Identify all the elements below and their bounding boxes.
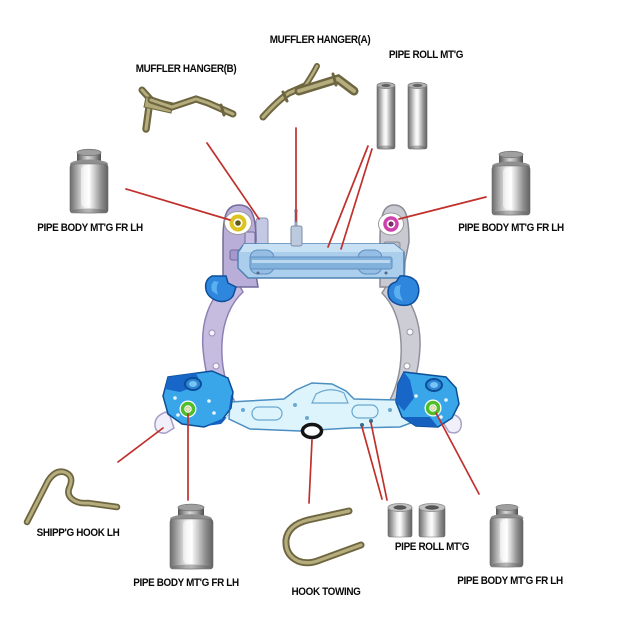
label-shipping-hook: SHIPP'G HOOK LH (36, 527, 120, 539)
label-pipe-body-mtg-right: PIPE BODY MT'G FR LH (458, 222, 564, 234)
leader-pipe-roll-top-2 (340, 148, 373, 250)
subframe-side-bracket-right (387, 275, 420, 307)
shipping-hook-tab-left (154, 411, 175, 434)
bushing-green-right (424, 399, 442, 417)
subframe-illustration (154, 204, 463, 440)
subframe-lower-crossmember (228, 382, 418, 440)
label-muffler-hanger-a: MUFFLER HANGER(A) (269, 34, 371, 46)
pipe-body-mtg-left-part (69, 148, 109, 214)
pipe-body-mtg-right-part (491, 150, 531, 216)
pipe-roll-hole-2 (369, 419, 373, 423)
muffler-hanger-b-part (138, 86, 237, 133)
leader-pipe-roll-top-1 (327, 145, 369, 248)
bushing-yellow (224, 211, 252, 235)
leader-pipe-body-right (398, 196, 487, 220)
leader-pipe-roll-bottom-1 (361, 426, 383, 500)
subframe-left-arm (201, 280, 244, 401)
label-pipe-body-mtg-left: PIPE BODY MT'G FR LH (37, 222, 143, 234)
leader-muffler-hanger-b (206, 142, 260, 220)
pipe-body-mtg-bottom-right-part (489, 504, 524, 568)
bushing-magenta (378, 212, 404, 236)
label-pipe-roll-mtg-bottom: PIPE ROLL MT'G (394, 541, 470, 553)
label-hook-towing: HOOK TOWING (291, 586, 361, 598)
hook-towing-part (282, 507, 365, 567)
leader-pipe-roll-bottom-2 (370, 422, 388, 501)
muffler-hanger-a-part (259, 63, 359, 121)
shipping-hook-part (23, 468, 121, 526)
subframe-side-bracket-left (204, 275, 237, 303)
subframe-upper-crossbar (237, 243, 405, 279)
pipe-roll-mtg-bottom-part (387, 503, 446, 538)
label-pipe-roll-mtg-top: PIPE ROLL MT'G (388, 49, 464, 61)
label-pipe-body-mtg-bottom-left: PIPE BODY MT'G FR LH (133, 577, 239, 589)
label-pipe-body-mtg-bottom-right: PIPE BODY MT'G FR LH (457, 575, 563, 587)
leader-shipping-hook (117, 427, 164, 463)
pipe-body-mtg-bottom-left-part (169, 503, 214, 570)
leader-pipe-body-bottom-right (435, 412, 480, 495)
label-muffler-hanger-b: MUFFLER HANGER(B) (135, 63, 237, 75)
leader-hook-towing (308, 439, 313, 504)
subframe-bottom-left-bracket (154, 370, 234, 434)
pipe-roll-mtg-top-part (376, 82, 428, 150)
leader-pipe-body-left (125, 188, 231, 221)
towing-hook-ring (300, 422, 324, 440)
subframe-right-arm (381, 280, 421, 401)
leader-lines (117, 127, 487, 504)
subframe-bottom-right-bracket (395, 371, 463, 434)
pipe-roll-hole-1 (360, 423, 364, 427)
